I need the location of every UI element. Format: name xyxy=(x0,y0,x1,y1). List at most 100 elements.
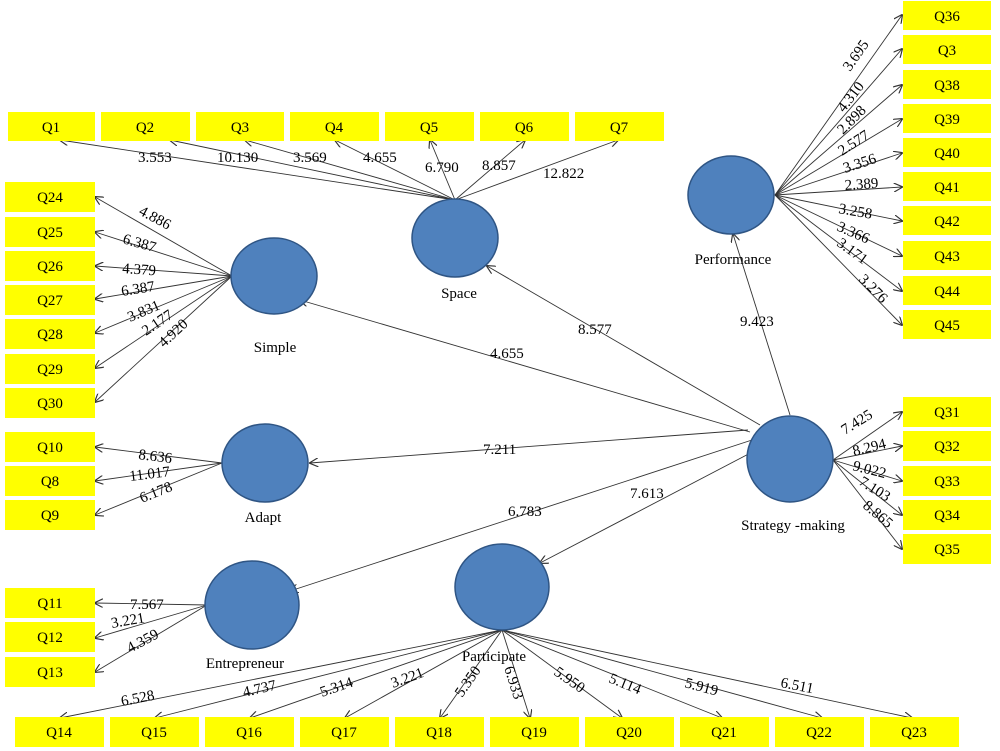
coef-par-q21: 5.114 xyxy=(607,671,644,698)
coef-par-q18: 5.350 xyxy=(452,663,484,700)
edge-perf-q39 xyxy=(774,119,902,196)
indicator-q5: Q5 xyxy=(420,120,438,136)
indicator-q13-box xyxy=(5,657,95,687)
edge-simple-q26 xyxy=(95,266,233,277)
coef-perf-q41: 2.389 xyxy=(844,176,879,194)
edge-space-q4 xyxy=(335,140,456,201)
edge-space-q3 xyxy=(245,140,456,201)
indicator-q20-box xyxy=(585,717,674,747)
edge-adapt-q9 xyxy=(95,462,223,515)
edge-perf-q40 xyxy=(774,153,902,196)
indicator-q29: Q29 xyxy=(37,362,63,378)
indicator-q3-right: Q3 xyxy=(938,43,956,59)
indicator-q34-box xyxy=(903,500,991,530)
indicator-q3b-box xyxy=(903,35,991,64)
edge-perf-q45 xyxy=(774,194,902,325)
edge-perf-q3 xyxy=(774,49,902,196)
indicator-q6-box xyxy=(480,112,569,141)
edge-par-q23 xyxy=(501,629,912,718)
coef-sm-perf: 9.423 xyxy=(740,314,774,330)
coef-adapt-q10: 8.636 xyxy=(138,447,174,467)
latent-simple xyxy=(230,237,318,315)
edge-sm-q31 xyxy=(832,412,902,461)
indicator-q17: Q17 xyxy=(331,725,357,741)
coef-par-q15: 4.737 xyxy=(241,678,278,701)
coef-simple-q27: 6.387 xyxy=(120,279,156,300)
indicator-q34: Q34 xyxy=(934,508,960,524)
coef-space-q6: 8.857 xyxy=(482,158,516,174)
indicator-q2: Q2 xyxy=(136,120,154,136)
indicator-q25-box xyxy=(5,217,95,247)
indicator-q1-box xyxy=(8,112,95,141)
indicator-q31: Q31 xyxy=(934,405,960,421)
indicator-q44-box xyxy=(903,276,991,305)
latent-strategy-making xyxy=(746,415,834,503)
indicator-q41: Q41 xyxy=(934,180,960,196)
indicator-q38: Q38 xyxy=(934,78,960,94)
edge-perf-q41 xyxy=(774,187,902,196)
latent-strategy-making-label: Strategy -making xyxy=(741,518,845,534)
indicator-q12-box xyxy=(5,622,95,652)
indicator-q39-box xyxy=(903,104,991,133)
latent-entrepreneur xyxy=(204,560,300,650)
latent-participate-label: Participate xyxy=(462,649,526,665)
indicator-q31-box xyxy=(903,397,991,427)
latent-space xyxy=(411,198,499,278)
coef-space-q2: 10.130 xyxy=(217,150,258,166)
indicator-q6: Q6 xyxy=(515,120,534,136)
indicator-q30: Q30 xyxy=(37,396,63,412)
edge-perf-q43 xyxy=(774,194,902,256)
coef-ent-q12: 3.221 xyxy=(110,610,146,632)
coef-par-q16: 5.314 xyxy=(318,675,356,701)
edge-space-q6 xyxy=(454,140,525,201)
indicator-q2-box xyxy=(101,112,190,141)
edge-sm-par xyxy=(540,447,761,563)
edge-sm-space xyxy=(487,266,761,426)
coef-sm-q33: 9.022 xyxy=(851,458,888,482)
edge-par-q20 xyxy=(501,629,622,718)
indicator-q45: Q45 xyxy=(934,318,960,334)
indicator-q45-box xyxy=(903,310,991,339)
coef-perf-q45: 3.276 xyxy=(855,272,891,308)
edge-ent-q11 xyxy=(95,603,208,605)
indicator-q22-box xyxy=(775,717,864,747)
coef-sm-par: 7.613 xyxy=(630,486,664,502)
indicator-q5-box xyxy=(385,112,474,141)
indicator-q3-box xyxy=(196,112,284,141)
coef-sm-ent: 6.783 xyxy=(508,504,542,520)
indicator-q21: Q21 xyxy=(711,725,737,741)
indicator-q28-box xyxy=(5,319,95,349)
indicator-q44: Q44 xyxy=(934,284,960,300)
coef-space-q5: 6.790 xyxy=(425,160,459,176)
edge-sm-q35 xyxy=(832,459,902,549)
indicator-q36: Q36 xyxy=(934,9,960,25)
edge-perf-q42 xyxy=(774,194,902,221)
coef-sm-simple: 4.655 xyxy=(490,346,524,362)
indicator-q12: Q12 xyxy=(37,630,63,646)
edge-par-q19 xyxy=(501,629,530,718)
indicator-q40-box xyxy=(903,138,991,167)
edge-par-q17 xyxy=(345,629,503,718)
indicator-q9-box xyxy=(5,500,95,530)
latent-simple-label: Simple xyxy=(254,340,297,356)
edge-space-q1 xyxy=(60,140,456,201)
coef-simple-q26: 4.379 xyxy=(122,261,157,279)
latent-performance xyxy=(687,155,775,235)
edge-sm-adapt xyxy=(310,429,749,463)
indicator-q13: Q13 xyxy=(37,665,63,681)
indicator-q32-box xyxy=(903,431,991,461)
indicator-q42-box xyxy=(903,206,991,235)
indicator-q1: Q1 xyxy=(42,120,60,136)
indicator-q18: Q18 xyxy=(426,725,452,741)
indicator-q40: Q40 xyxy=(934,146,960,162)
edge-adapt-q8 xyxy=(95,462,223,481)
indicator-q4-box xyxy=(290,112,379,141)
indicator-q26: Q26 xyxy=(37,259,63,275)
indicator-q42: Q42 xyxy=(934,214,960,230)
edge-perf-q38 xyxy=(774,85,902,196)
coef-perf-q36: 3.695 xyxy=(840,37,872,74)
edge-simple-q30 xyxy=(95,275,233,402)
indicator-q14-box xyxy=(15,717,104,747)
